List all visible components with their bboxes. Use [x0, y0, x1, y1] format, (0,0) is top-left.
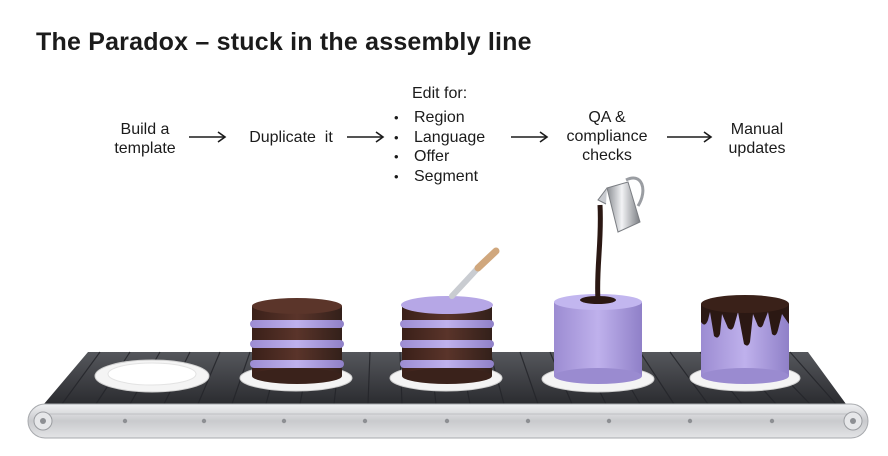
list-item: •Offer: [394, 148, 450, 165]
arrow-right-icon: [667, 131, 713, 143]
step-build-line-2: template: [114, 140, 176, 157]
spatula: [449, 247, 500, 299]
page-title: The Paradox – stuck in the assembly line: [36, 28, 532, 56]
step-build-line-1: Build a: [120, 121, 170, 138]
arrow-right-icon: [347, 131, 385, 143]
step-manual-line-2: updates: [728, 140, 786, 157]
frosted-cake: [541, 294, 655, 393]
edit-heading: Edit for:: [412, 85, 468, 102]
list-item: •Region: [394, 109, 465, 126]
arrow-right-icon: [189, 131, 227, 143]
step-qa-line-3: checks: [582, 147, 632, 164]
list-item: •Language: [394, 128, 486, 146]
list-item: •Segment: [394, 167, 479, 185]
edit-list: •Region •Language •Offer •Segment: [394, 108, 485, 186]
step-duplicate: Duplicate it: [249, 129, 333, 146]
arrow-right-icon: [511, 131, 549, 143]
step-qa-line-1: QA &: [588, 109, 626, 126]
step-build-template: Build a template: [100, 120, 190, 158]
step-edit-for: Edit for: •Region •Language •Offer •Segm…: [394, 84, 485, 186]
step-manual-line-1: Manual: [730, 121, 784, 138]
layer-cake: [239, 298, 353, 392]
plate: [94, 359, 210, 393]
step-manual-updates: Manual updates: [712, 120, 802, 158]
step-qa-compliance: QA & compliance checks: [552, 108, 662, 165]
layer-cake-with-frosting: [389, 296, 503, 392]
drip-cake: [689, 295, 801, 392]
step-qa-line-2: compliance: [566, 128, 648, 145]
pitcher: [595, 176, 645, 301]
